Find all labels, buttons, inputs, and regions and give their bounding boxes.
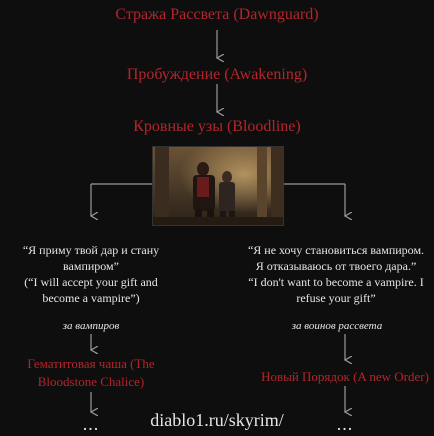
right-quote-ru: “Я не хочу становиться вампиром. Я отказ… <box>247 243 425 273</box>
right-quote-en: “I don't want to become a vampire. I ref… <box>248 275 424 305</box>
left-faction-label: за вампиров <box>62 320 120 332</box>
node-new-order: Новый Порядок (A new Order) <box>261 369 429 384</box>
right-continuation: ... <box>336 414 354 434</box>
node-bloodstone-chalice: Гематитовая чаша (The Bloodstone Chalice… <box>27 356 155 389</box>
bloodline-scene-image <box>152 146 284 226</box>
left-quote-en: (“I will accept your gift and become a v… <box>24 275 158 305</box>
right-faction-label: за воинов рассвета <box>291 320 383 332</box>
left-quote-ru: “Я приму твой дар и стану вампиром” <box>22 243 160 273</box>
node-bloodline: Кровные узы (Bloodline) <box>133 118 301 135</box>
node-awakening: Пробуждение (Awakening) <box>126 66 308 83</box>
node-dawnguard: Стража Рассвета (Dawnguard) <box>115 6 319 23</box>
watermark-url: diablo1.ru/skyrim/ <box>150 410 284 430</box>
left-continuation: ... <box>82 414 100 434</box>
